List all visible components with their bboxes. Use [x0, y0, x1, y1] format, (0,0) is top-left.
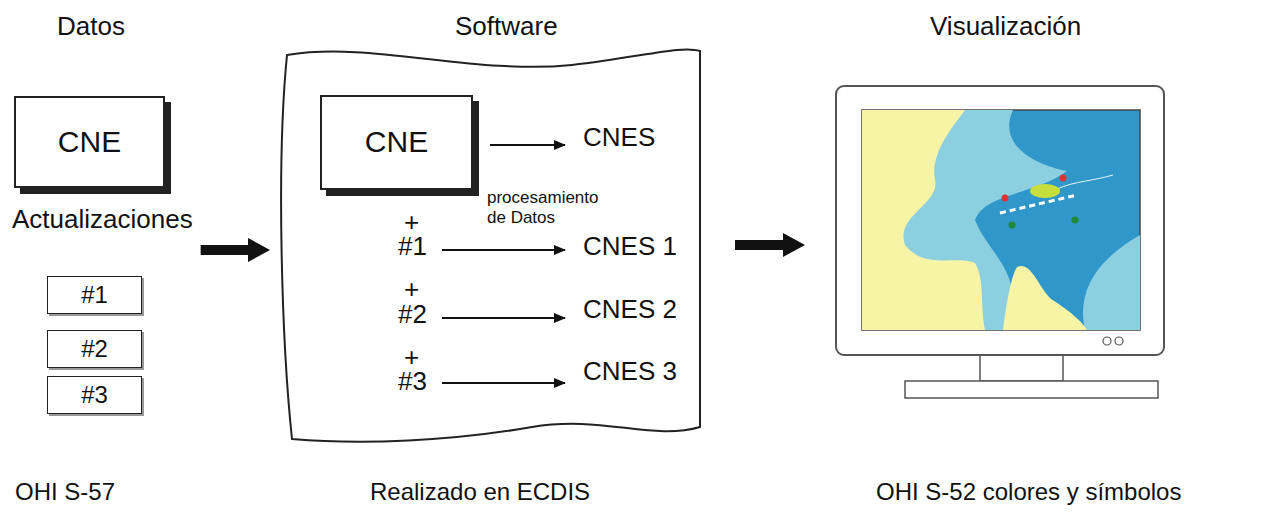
update-number: #1 [398, 232, 427, 262]
update-number: #2 [398, 300, 427, 330]
update-number: #3 [398, 367, 427, 397]
process-arrow [442, 382, 565, 384]
monitor-base [905, 381, 1158, 398]
monitor-button [1103, 337, 1111, 345]
deep-water [862, 110, 1140, 330]
output-label: CNES 3 [583, 357, 677, 387]
starboard-buoy [1072, 217, 1079, 224]
ship-wake [1057, 175, 1113, 189]
section-heading: Visualización [930, 12, 1081, 42]
data-box: CNE [14, 96, 165, 188]
port-buoy [1002, 195, 1009, 202]
update-box: #3 [47, 376, 142, 414]
land-area [1003, 266, 1087, 330]
box-label: CNE [58, 125, 121, 160]
standard-caption: OHI S-52 colores y símbolos [876, 478, 1181, 506]
route-line [1000, 195, 1077, 213]
monitor-neck [980, 355, 1063, 381]
land-area [862, 110, 985, 330]
monitor-button [1115, 337, 1123, 345]
column-heading: Datos [57, 12, 125, 42]
output-label: CNES 2 [583, 295, 677, 325]
monitor-frame [836, 86, 1164, 355]
monitor-drawing [835, 85, 1165, 405]
standard-caption: OHI S-57 [15, 478, 115, 506]
box-label: CNE [365, 125, 428, 160]
data-box: CNE [320, 95, 473, 190]
flow-arrow [201, 238, 270, 262]
flow-arrow [735, 233, 805, 257]
process-arrow [442, 249, 565, 251]
process-arrow [442, 317, 565, 319]
document-outline [281, 49, 700, 441]
updates-label: Actualizaciones [12, 205, 193, 235]
chart-screen [862, 110, 1140, 330]
standard-caption: Realizado en ECDIS [370, 478, 590, 506]
section-heading: Software [455, 12, 558, 42]
box-label: #3 [81, 381, 108, 409]
port-buoy [1060, 175, 1067, 182]
display-monitor: Visualización [835, 85, 1165, 405]
shallow-water [1083, 235, 1140, 330]
starboard-buoy [1009, 222, 1016, 229]
box-label: #1 [81, 281, 108, 309]
output-label: CNES 1 [583, 232, 677, 262]
output-label: CNES [583, 123, 655, 153]
update-box: #2 [47, 330, 142, 368]
own-ship [1030, 184, 1060, 198]
process-arrow [490, 144, 565, 146]
process-note: procesamiento de Datos [487, 188, 612, 227]
box-label: #2 [81, 335, 108, 363]
update-box: #1 [47, 276, 142, 314]
